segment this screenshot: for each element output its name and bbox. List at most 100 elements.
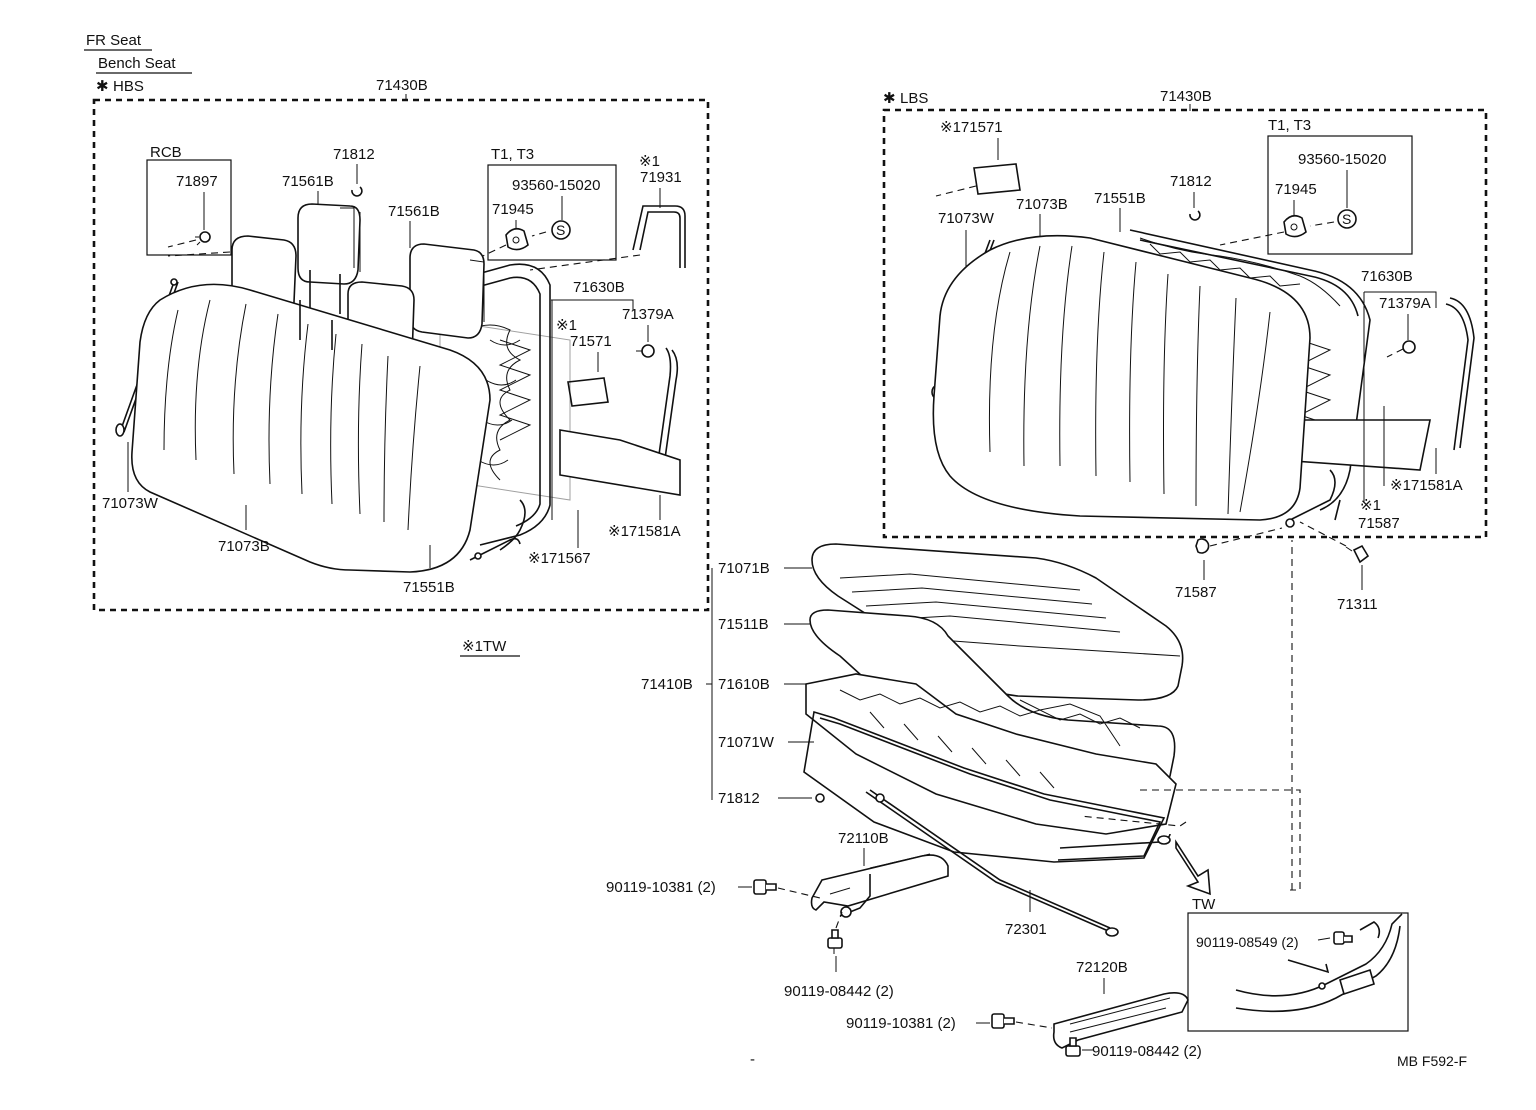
label-72120B: 72120B <box>1076 959 1128 976</box>
label-72110B: 72110B <box>838 830 889 847</box>
label-71581A: ※171581A <box>608 523 681 540</box>
label-90119-08549: 90119-08549 (2) <box>1196 934 1298 950</box>
label-71587-right-outer: 71587 <box>1175 584 1217 601</box>
headrest-71561B-left <box>297 203 361 314</box>
label-71945: 71945 <box>492 201 534 218</box>
label-71587-right-inner: 71587 <box>1358 515 1400 532</box>
right-assembly-dashed-frame <box>882 108 1488 539</box>
arrow-to-tw-icon <box>1175 839 1211 896</box>
dashed-s <box>531 231 547 237</box>
label-90119-08442-a: 90119-08442 (2) <box>784 983 894 1000</box>
note1-b: ※1 <box>556 317 577 334</box>
knob-71379A-right-icon <box>1386 340 1416 358</box>
cushion-group: 71410B 71071B 71511B 71610B 71071W 71812 <box>641 540 1301 896</box>
cushion-wire-71071W <box>803 710 1166 863</box>
t1t3-box-title-right: T1, T3 <box>1268 117 1311 134</box>
label-71567: ※171567 <box>528 550 591 567</box>
label-71073B: 71073B <box>218 538 270 555</box>
label-71581A-right: ※171581A <box>1390 477 1463 494</box>
bracket-71945-right-icon <box>1283 214 1307 238</box>
clip-71812-right-icon <box>1189 210 1201 221</box>
label-71410B: 71410B <box>641 676 693 693</box>
label-71571-right: ※171571 <box>940 119 1003 136</box>
label-90119-10381-b: 90119-10381 (2) <box>846 1015 956 1032</box>
note1-right: ※1 <box>1360 497 1381 514</box>
header: FR Seat Bench Seat ✱ HBS ✱ LBS MB F592-F <box>84 32 1467 1069</box>
dashed-71931 <box>529 254 641 271</box>
label-71073B-right: 71073B <box>1016 196 1068 213</box>
bench-seat-title: Bench Seat <box>98 55 176 72</box>
bracket-72120B-icon <box>1052 992 1189 1049</box>
clip-71812-icon <box>351 186 363 197</box>
label-71071B: 71071B <box>718 560 770 577</box>
bracket-71945-icon <box>505 227 529 251</box>
label-71379A-right: 71379A <box>1379 295 1431 312</box>
knob-71379A-icon <box>636 344 655 358</box>
label-71812: 71812 <box>333 146 375 163</box>
label-71311: 71311 <box>1337 596 1378 613</box>
label-71812-cushion: 71812 <box>718 790 760 807</box>
cushion-frame-71610B <box>805 673 1177 835</box>
hbs-asterisk: ✱ <box>96 78 109 95</box>
bracket-71630B <box>551 299 634 310</box>
label-71610B: 71610B <box>718 676 770 693</box>
label-93560-right: 93560-15020 <box>1298 151 1386 168</box>
label-90119-10381-a: 90119-10381 (2) <box>606 879 716 896</box>
pad-71571-right-icon <box>973 163 1021 195</box>
dashed-71945 <box>469 244 507 263</box>
seatback-71073B-left <box>131 283 491 573</box>
label-71931: 71931 <box>640 169 682 186</box>
tw-box-title: TW <box>1192 896 1216 913</box>
footer-mark: - <box>750 1051 755 1068</box>
bolt-90119-10381-b-icon <box>991 1013 1015 1029</box>
label-71945-right: 71945 <box>1275 181 1317 198</box>
svg-text:S: S <box>556 222 565 238</box>
tw-detail-drawing <box>1235 913 1403 1013</box>
seatback-71073B-right <box>932 234 1311 521</box>
left-assembly-dashed-frame <box>92 98 710 612</box>
headrest-71561B-right <box>409 243 485 339</box>
lbs-label: LBS <box>900 90 928 107</box>
label-71379A: 71379A <box>622 306 674 323</box>
t1t3-box-right <box>1267 135 1413 255</box>
dashed-to-tw <box>1140 789 1301 891</box>
rod-71581A-right-icon <box>1449 297 1475 449</box>
seatback-frame-left <box>419 263 681 561</box>
hbs-label: HBS <box>113 78 144 95</box>
bolt-90119-08442-a-icon <box>827 929 843 954</box>
right-assembly-label: 71430B <box>1160 88 1212 105</box>
label-71812-right: 71812 <box>1170 173 1212 190</box>
bracket-72110B-icon <box>810 853 949 918</box>
label-71511B: 71511B <box>718 616 769 633</box>
bolt-90119-08549-icon <box>1333 931 1353 945</box>
clip-71812-cushion-icon <box>815 793 825 803</box>
clip-71897-icon <box>195 231 211 246</box>
bolt-90119-08442-b-icon <box>1065 1037 1081 1057</box>
label-72301: 72301 <box>1005 921 1047 938</box>
label-71561B-a: 71561B <box>282 173 334 190</box>
bolt-71311-icon <box>1345 544 1370 564</box>
label-71630B-right: 71630B <box>1361 268 1413 285</box>
rcb-box-title: RCB <box>150 144 182 161</box>
label-71571: 71571 <box>570 333 612 350</box>
label-71561B-b: 71561B <box>388 203 440 220</box>
clip-71587-icon <box>1195 538 1210 554</box>
cable-72301-icon <box>865 791 1107 931</box>
left-assembly: 71430B RCB 71897 71812 71561B 71561B T1,… <box>92 77 710 657</box>
screw-s-right-icon: S <box>1337 209 1357 229</box>
label-90119-08442-b: 90119-08442 (2) <box>1092 1043 1202 1060</box>
screw-s-icon: S <box>551 220 571 240</box>
label-71071W: 71071W <box>718 734 775 751</box>
hardware: 72110B 90119-10381 (2) 90119-08442 (2) <box>606 789 1409 1068</box>
dashed-71897 <box>167 239 197 248</box>
label-71073W: 71073W <box>102 495 159 512</box>
fr-seat-title: FR Seat <box>86 32 142 49</box>
right-assembly: 71430B ※171571 71073W 71073B 71551B 7181… <box>882 88 1488 613</box>
label-71073W-right: 71073W <box>938 210 995 227</box>
headrest-guide-71931-icon <box>632 205 686 268</box>
footer-code: MB F592-F <box>1397 1053 1467 1069</box>
lbs-asterisk: ✱ <box>883 90 896 107</box>
label-93560: 93560-15020 <box>512 177 600 194</box>
t1t3-box <box>487 164 617 261</box>
